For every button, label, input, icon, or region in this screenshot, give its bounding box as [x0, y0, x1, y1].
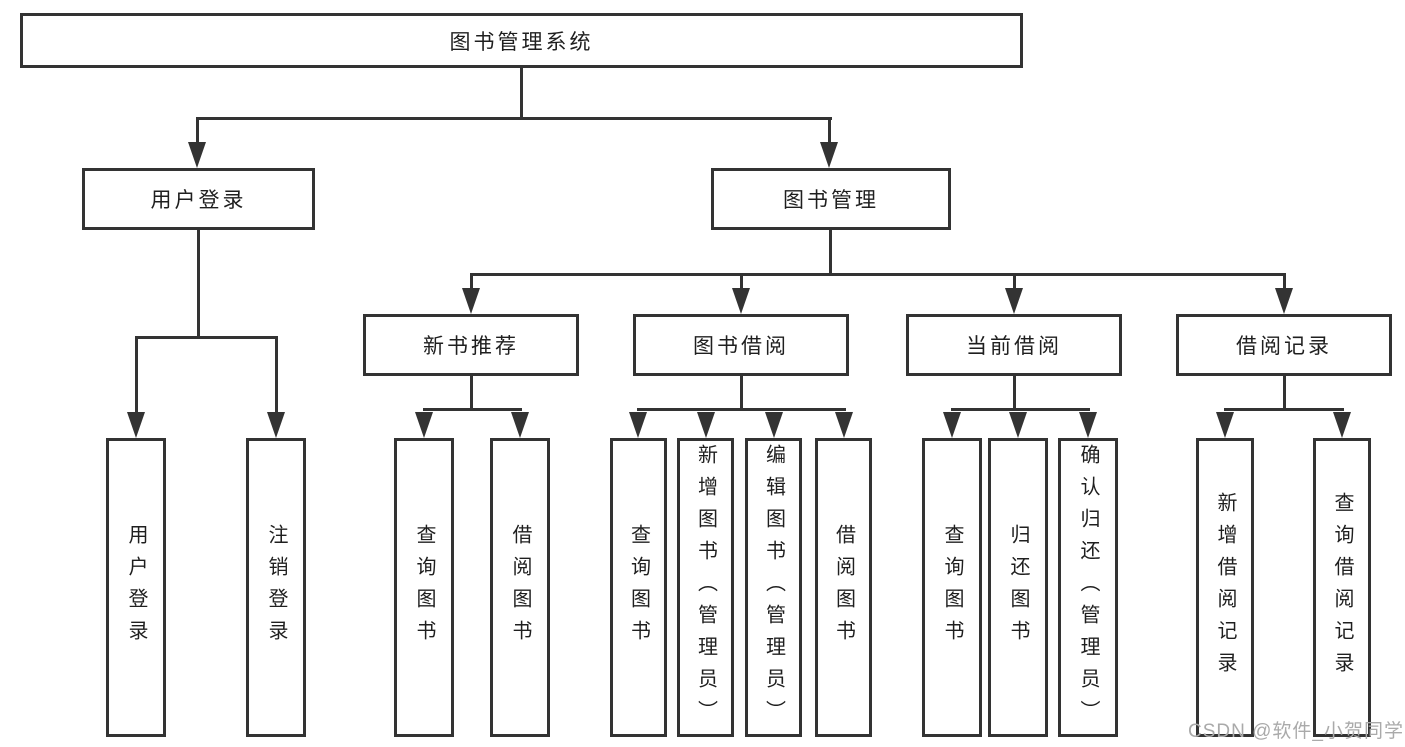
- node-label: 归还图书: [1007, 523, 1029, 652]
- node-label: 编辑图书（管理员）: [762, 443, 785, 732]
- arrowhead-borrow-books-recommend: [511, 412, 529, 438]
- node-label: 借阅图书: [832, 523, 855, 652]
- edge-book-borrowing-stem: [740, 376, 743, 409]
- edge-drop-new-book-recommendation: [470, 276, 473, 289]
- arrowhead-user-login: [188, 142, 206, 168]
- leaf-borrow-books-borrowing: 借阅图书: [815, 438, 872, 737]
- leaf-user-login: 用户登录: [106, 438, 166, 737]
- arrowhead-borrow-books-borrowing: [835, 412, 853, 438]
- node-label: 注销登录: [265, 523, 287, 652]
- arrowhead-confirm-return-admin: [1079, 412, 1097, 438]
- node-label: 当前借阅: [966, 335, 1062, 358]
- node-label: 新增图书（管理员）: [694, 443, 717, 732]
- edge-root-stem: [520, 68, 523, 118]
- node-label: 查询图书: [627, 523, 650, 652]
- node-label: 用户登录: [125, 523, 147, 652]
- leaf-add-books-admin: 新增图书（管理员）: [677, 438, 734, 737]
- node-label: 新增借阅记录: [1214, 491, 1236, 684]
- node-label: 借阅记录: [1236, 335, 1332, 358]
- node-borrowing-records: 借阅记录: [1176, 314, 1392, 376]
- edge-drop-book-borrowing: [740, 276, 743, 289]
- node-current-borrowing: 当前借阅: [906, 314, 1122, 376]
- leaf-query-books-current: 查询图书: [922, 438, 982, 737]
- node-label: 图书借阅: [693, 335, 789, 358]
- leaf-return-books: 归还图书: [988, 438, 1048, 737]
- leaf-query-borrow-record: 查询借阅记录: [1313, 438, 1371, 737]
- edge-user-login-split-bar: [135, 336, 278, 339]
- edge-drop-user-login: [196, 119, 199, 143]
- edge-level3-split-bar: [470, 273, 1286, 276]
- leaf-query-books-recommend: 查询图书: [394, 438, 454, 737]
- edge-drop-borrowing-records: [1283, 276, 1286, 289]
- arrowhead-query-books-borrowing: [629, 412, 647, 438]
- arrowhead-leaf-logout: [267, 412, 285, 438]
- node-label: 新书推荐: [423, 335, 519, 358]
- node-label: 用户登录: [150, 189, 247, 212]
- arrowhead-book-management: [820, 142, 838, 168]
- node-user-login: 用户登录: [82, 168, 315, 230]
- node-book-borrowing: 图书借阅: [633, 314, 849, 376]
- arrowhead-add-borrow-record: [1216, 412, 1234, 438]
- edge-drop-book-management: [828, 119, 831, 143]
- edge-drop-leaf-logout: [275, 339, 278, 412]
- edge-new-book-recommendation-stem: [470, 376, 473, 409]
- node-library-management-system: 图书管理系统: [20, 13, 1023, 68]
- edge-user-login-stem: [197, 230, 200, 337]
- node-label: 图书管理系统: [449, 30, 594, 54]
- edge-borrowing-records-stem: [1283, 376, 1286, 409]
- edge-book-management-stem: [829, 230, 832, 274]
- edge-drop-current-borrowing: [1013, 276, 1016, 289]
- node-label: 借阅图书: [509, 523, 531, 652]
- edge-records-split-bar: [1224, 408, 1344, 411]
- node-book-management: 图书管理: [711, 168, 951, 230]
- leaf-borrow-books-recommend: 借阅图书: [490, 438, 550, 737]
- node-label: 图书管理: [783, 189, 879, 212]
- leaf-confirm-return-admin: 确认归还（管理员）: [1058, 438, 1118, 737]
- arrowhead-return-books: [1009, 412, 1027, 438]
- arrowhead-borrowing-records: [1275, 288, 1293, 314]
- leaf-logout-login: 注销登录: [246, 438, 306, 737]
- edge-current-borrowing-stem: [1013, 376, 1016, 409]
- edge-borrowing-split-bar: [637, 408, 846, 411]
- node-label: 查询图书: [413, 523, 435, 652]
- arrowhead-query-books-current: [943, 412, 961, 438]
- arrowhead-query-books-recommend: [415, 412, 433, 438]
- leaf-edit-books-admin: 编辑图书（管理员）: [745, 438, 802, 737]
- edge-recommendation-split-bar: [423, 408, 522, 411]
- leaf-add-borrow-record: 新增借阅记录: [1196, 438, 1254, 737]
- edge-current-split-bar: [951, 408, 1090, 411]
- arrowhead-leaf-user-login: [127, 412, 145, 438]
- arrowhead-edit-books-admin: [765, 412, 783, 438]
- node-new-book-recommendation: 新书推荐: [363, 314, 579, 376]
- leaf-query-books-borrowing: 查询图书: [610, 438, 667, 737]
- edge-level1-split-bar: [196, 117, 832, 120]
- node-label: 查询图书: [941, 523, 963, 652]
- arrowhead-current-borrowing: [1005, 288, 1023, 314]
- edge-drop-leaf-user-login: [135, 339, 138, 412]
- arrowhead-query-borrow-record: [1333, 412, 1351, 438]
- arrowhead-new-book-recommendation: [462, 288, 480, 314]
- arrowhead-add-books-admin: [697, 412, 715, 438]
- watermark: CSDN @软件_小贺同学: [1188, 721, 1404, 742]
- node-label: 查询借阅记录: [1331, 491, 1353, 684]
- node-label: 确认归还（管理员）: [1077, 443, 1099, 732]
- arrowhead-book-borrowing: [732, 288, 750, 314]
